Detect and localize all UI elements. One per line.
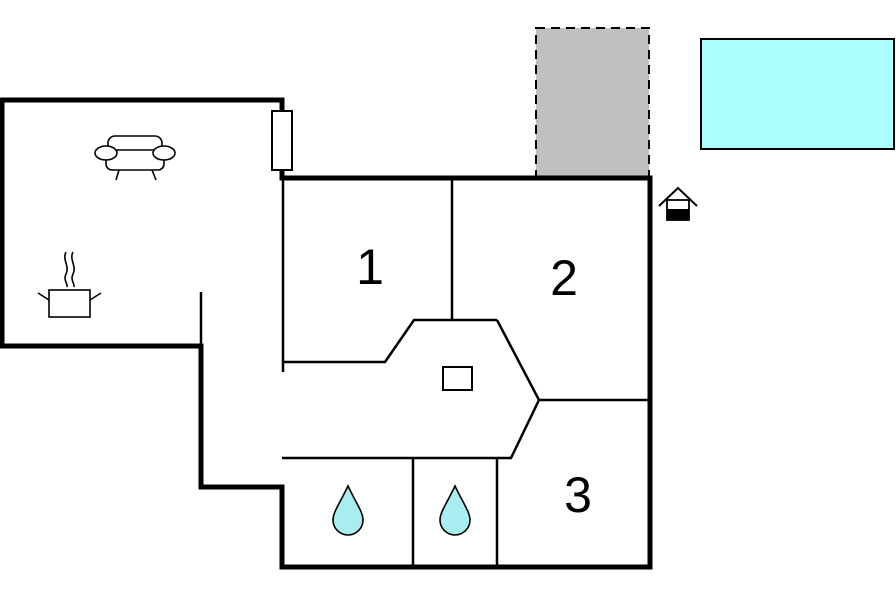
pool [700,38,895,150]
outer-wall-main-block [279,167,653,570]
hall-wall [282,319,541,460]
outer-wall-west-wing [0,97,285,490]
water-drop-icon [332,484,364,536]
door-icon [271,110,293,171]
house-entrance-icon [658,186,698,221]
room-label-2: 2 [550,250,578,306]
sofa-icon [94,135,176,181]
room-1-wall [281,178,497,372]
stair-hatch-icon [442,366,473,391]
water-drop-icon [439,484,471,536]
cooking-pot-icon [37,251,102,318]
room-label-1: 1 [356,239,384,295]
carport [535,27,650,179]
room-label-3: 3 [564,467,592,523]
